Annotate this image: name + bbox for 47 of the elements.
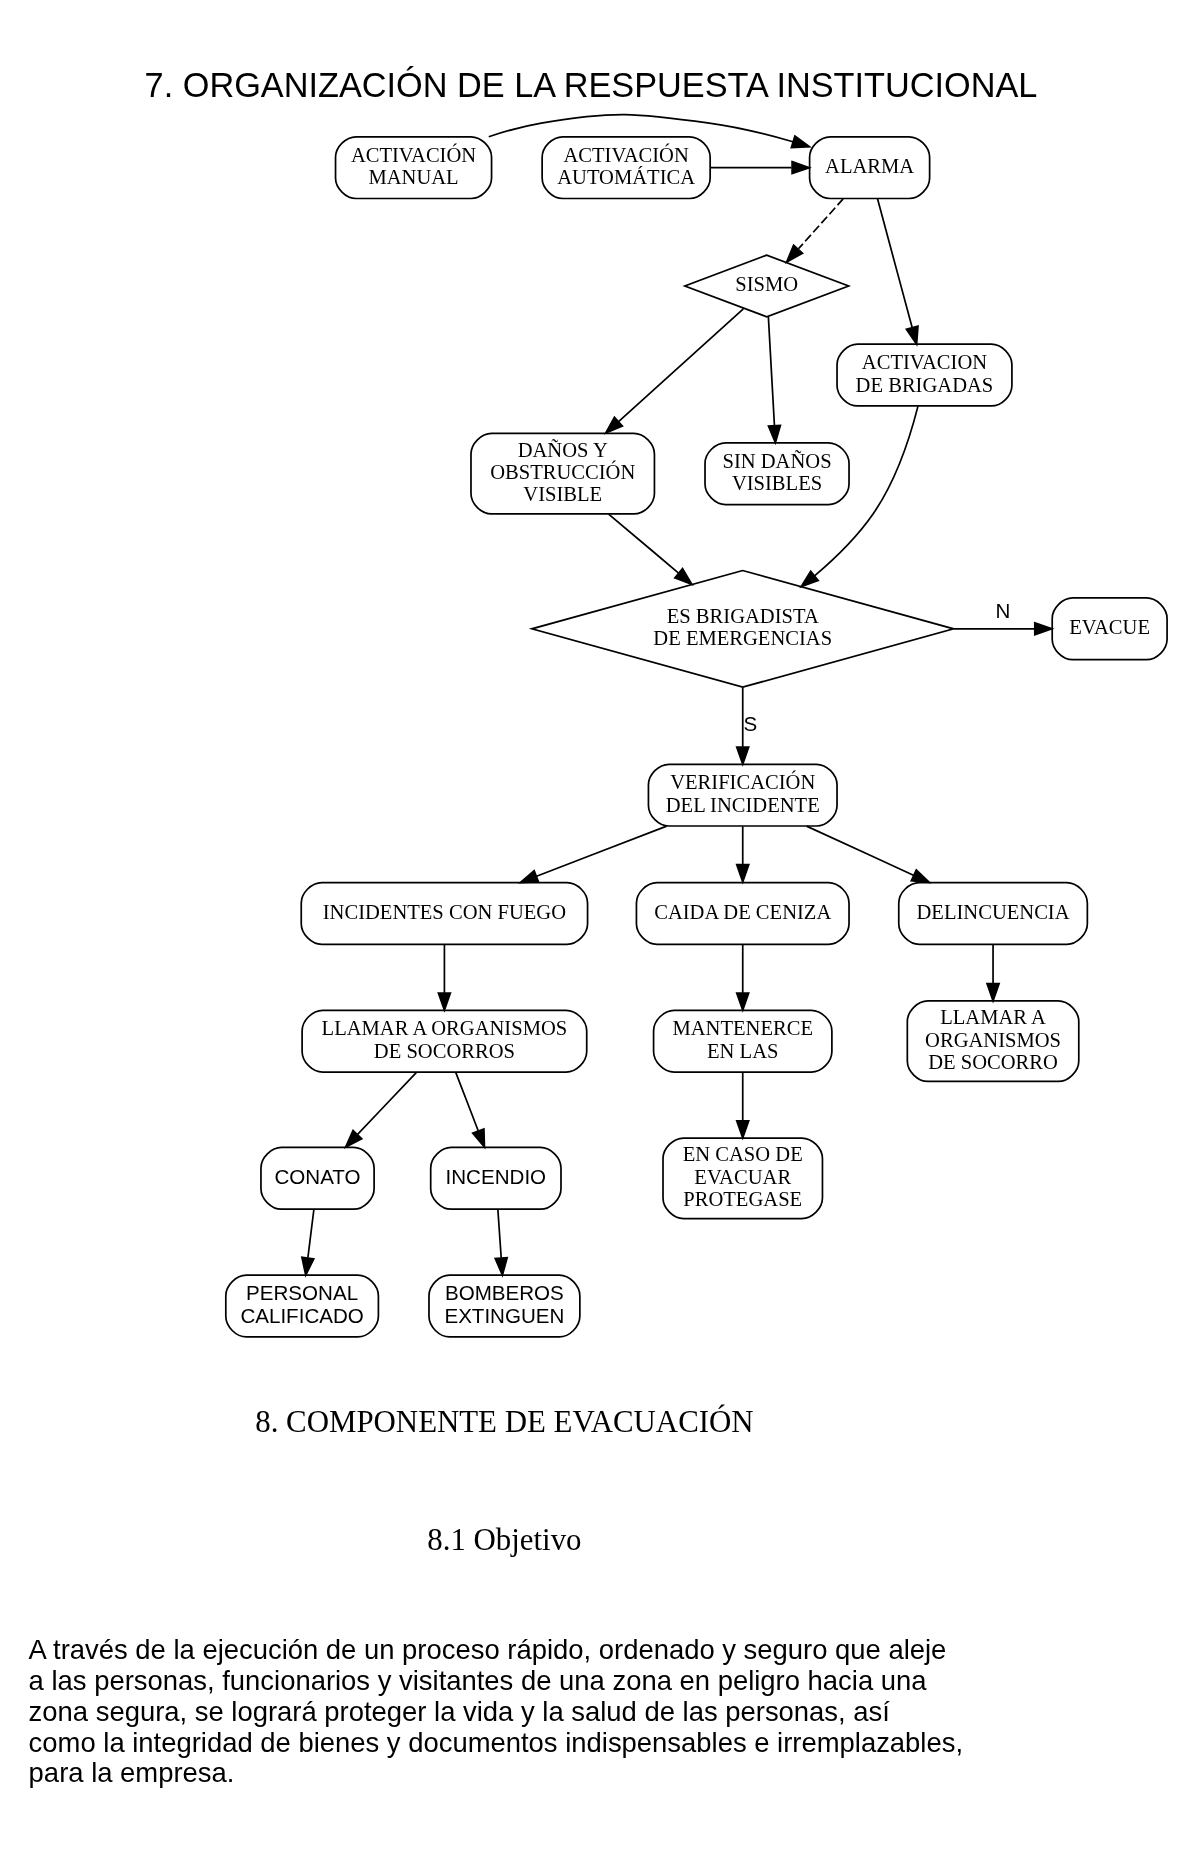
label: 8. COMPONENTE DE EVACUACIÓN [255, 1404, 754, 1439]
node-box: CONATO [260, 1146, 375, 1210]
arrow [487, 113, 812, 148]
arrow [735, 943, 750, 1013]
arrow [343, 1071, 418, 1149]
arrow [953, 621, 1055, 636]
arrow [876, 197, 919, 347]
edge-label: S [743, 711, 758, 735]
arrow [437, 943, 452, 1013]
node-box: LLAMAR A ORGANISMOS DE SOCORROS [301, 1008, 588, 1073]
node-box: ACTIVACIÓN AUTOMÁTICA [541, 135, 711, 199]
node-box: INCENDIO [429, 1146, 562, 1210]
arrow [735, 686, 750, 767]
arrow [805, 824, 932, 884]
arrow [985, 943, 1001, 1003]
node-box: DELINCUENCIA [897, 881, 1089, 945]
node-box: ACTIVACION DE BRIGADAS [836, 342, 1013, 407]
arrow [517, 824, 668, 883]
arrow [709, 159, 812, 175]
label: 8.1 Objetivo [427, 1522, 582, 1557]
arrow [454, 1071, 486, 1149]
arrow [493, 1208, 509, 1278]
node-box: DAÑOS Y OBSTRUCCIÓN VISIBLE [470, 432, 656, 515]
edge-label: N [995, 598, 1011, 622]
node-box: ALARMA [808, 135, 931, 199]
arrow [607, 512, 694, 586]
arrow [603, 307, 745, 435]
node-box: EN CASO DE EVACUAR PROTEGASE [662, 1136, 824, 1219]
node-box: SIN DAÑOS VISIBLES [704, 441, 850, 505]
node-box: MANTENERCE EN LAS [652, 1008, 833, 1073]
node-box: ACTIVACIÓN MANUAL [334, 135, 493, 199]
arrow [735, 1071, 750, 1140]
node-box: BOMBEROS EXTINGUEN [428, 1273, 581, 1338]
arrow [767, 315, 782, 445]
diagram-title: 7. ORGANIZACIÓN DE LA RESPUESTA INSTITUCIONAL [144, 65, 1038, 104]
arrow [735, 825, 750, 884]
node-box: INCIDENTES CON FUEGO [300, 881, 589, 945]
node-box: LLAMAR A ORGANISMOS DE SOCORRO [906, 999, 1080, 1082]
arrow [799, 404, 919, 588]
node-box: VERIFICACIÓN DEL INCIDENTE [647, 762, 838, 827]
node-diamond: SISMO [682, 253, 852, 318]
label: A través de la ejecución de un proceso rápido, ordenado y seguro que aleje a las personas, funcionarios y visitantes de una zona en peligro hacia una zona segura, se logrará proteger la vida y la salud de las personas, así como la integridad de bienes y documentos indispensables e irremplazables, para la empresa. [28, 1633, 964, 1788]
arrow [300, 1208, 316, 1278]
arrow [784, 197, 844, 264]
node-box: EVACUE [1051, 596, 1168, 661]
node-box: CAIDA DE CENIZA [635, 881, 850, 945]
node-box: PERSONAL CALIFICADO [224, 1273, 380, 1338]
